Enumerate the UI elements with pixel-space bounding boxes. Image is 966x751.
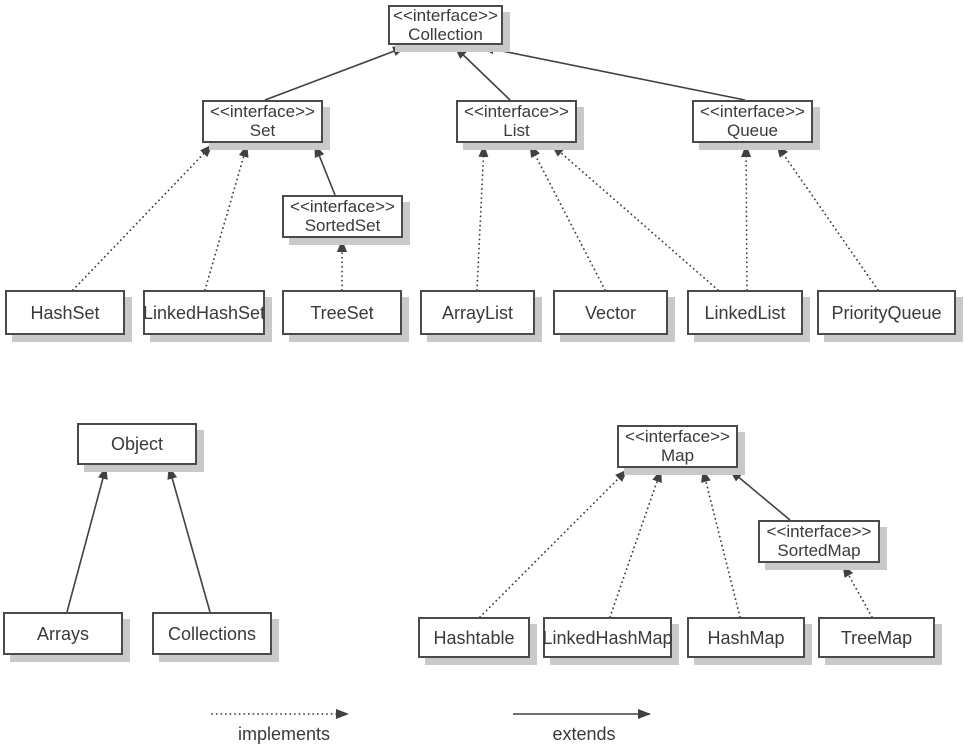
edge-list-extends-collection <box>454 46 511 101</box>
node-class-hashtable: Hashtable <box>418 617 530 658</box>
set-name: Set <box>249 121 276 140</box>
sortedset-stereotype: <<interface>> <box>290 197 395 216</box>
node-interface-map: <<interface>> Map <box>617 425 738 468</box>
edge-collections-extends-object <box>167 466 211 613</box>
edge-hashtable-implements-map <box>479 469 628 618</box>
edge-linkedlist-implements-queue <box>741 144 752 291</box>
treeset-name: TreeSet <box>310 302 374 323</box>
edge-sortedset-extends-set <box>314 144 336 196</box>
edge-linkedlist-implements-list <box>551 144 719 291</box>
edge-treemap-implements-sortedmap <box>842 564 873 618</box>
node-class-object: Object <box>77 423 197 465</box>
arraylist-name: ArrayList <box>441 302 513 323</box>
map-name: Map <box>660 446 695 465</box>
sortedmap-stereotype: <<interface>> <box>766 522 872 541</box>
edge-arraylist-implements-list <box>476 144 489 291</box>
edge-hashmap-implements-map <box>701 469 741 618</box>
edge-linkedhashset-implements-set <box>204 144 249 291</box>
list-stereotype: <<interface>> <box>464 102 569 121</box>
node-class-linkedlist: LinkedList <box>687 290 803 335</box>
linkedhashmap-name: LinkedHashMap <box>542 627 673 648</box>
node-class-arrays: Arrays <box>3 612 123 655</box>
node-interface-sortedset: <<interface>> SortedSet <box>282 195 403 238</box>
node-class-hashset: HashSet <box>5 290 125 335</box>
collection-name: Collection <box>408 24 483 44</box>
hashtable-name: Hashtable <box>433 627 515 648</box>
node-class-priorityqueue: PriorityQueue <box>817 290 956 335</box>
hashmap-name: HashMap <box>707 627 785 648</box>
linkedhashset-name: LinkedHashSet <box>142 302 266 323</box>
edge-hashset-implements-set <box>72 144 213 291</box>
list-name: List <box>503 121 530 140</box>
node-class-treeset: TreeSet <box>282 290 402 335</box>
collection-stereotype: <<interface>> <box>393 5 498 25</box>
sortedmap-name: SortedMap <box>777 541 861 560</box>
edge-set-extends-collection <box>264 46 406 101</box>
node-class-vector: Vector <box>553 290 668 335</box>
node-interface-queue: <<interface>> Queue <box>692 100 813 143</box>
node-class-collections: Collections <box>152 612 272 655</box>
arrays-name: Arrays <box>36 623 89 644</box>
node-class-linkedhashset: LinkedHashSet <box>143 290 265 335</box>
node-class-linkedhashmap: LinkedHashMap <box>542 617 673 658</box>
edge-sortedmap-extends-map <box>729 469 791 521</box>
node-class-treemap: TreeMap <box>818 617 935 658</box>
linkedlist-name: LinkedList <box>704 302 786 323</box>
vector-name: Vector <box>584 302 637 323</box>
edge-arrays-extends-object <box>66 466 108 613</box>
node-class-hashmap: HashMap <box>687 617 805 658</box>
node-interface-list: <<interface>> List <box>456 100 577 143</box>
edge-queue-extends-collection <box>481 44 746 101</box>
hashset-name: HashSet <box>30 302 100 323</box>
edge-vector-implements-list <box>529 144 606 291</box>
priorityqueue-name: PriorityQueue <box>831 302 942 323</box>
node-interface-set: <<interface>> Set <box>202 100 323 143</box>
node-interface-sortedmap: <<interface>> SortedMap <box>758 520 880 563</box>
legend-extends-label: extends <box>552 724 616 744</box>
object-name: Object <box>110 434 164 454</box>
edge-linkedhashmap-implements-map <box>609 469 662 618</box>
queue-stereotype: <<interface>> <box>700 102 805 121</box>
edge-priorityqueue-implements-queue <box>776 144 879 291</box>
collections-name: Collections <box>167 623 257 644</box>
treemap-name: TreeMap <box>840 627 913 648</box>
node-class-arraylist: ArrayList <box>420 290 535 335</box>
node-interface-collection: <<interface>> Collection <box>388 5 503 45</box>
legend-implements-label: implements <box>237 724 331 744</box>
queue-name: Queue <box>726 121 779 140</box>
map-stereotype: <<interface>> <box>625 427 730 446</box>
sortedset-name: SortedSet <box>304 216 381 235</box>
set-stereotype: <<interface>> <box>210 102 315 121</box>
